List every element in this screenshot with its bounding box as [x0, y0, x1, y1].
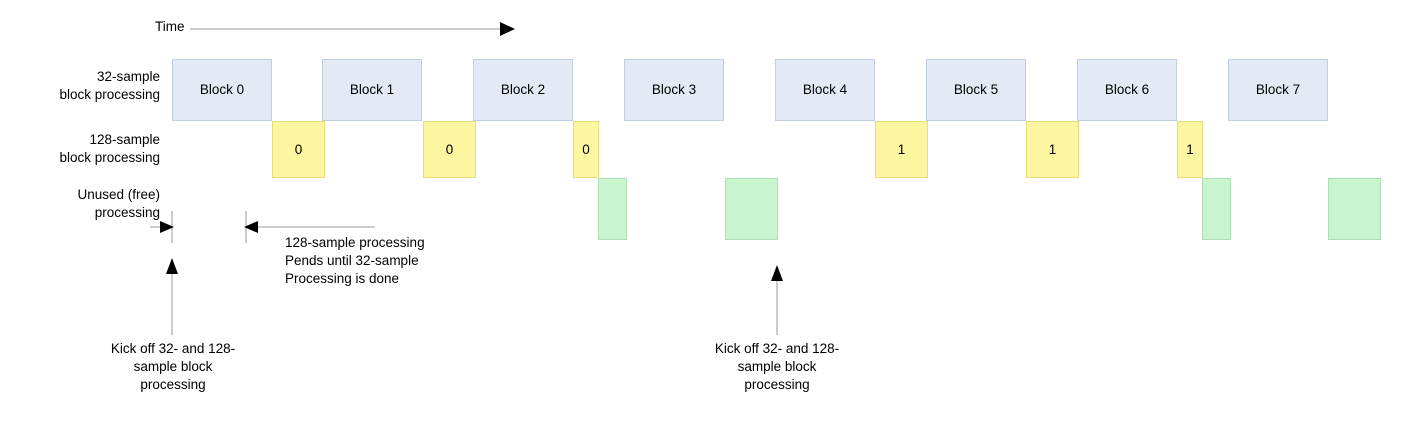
time-axis	[170, 22, 515, 36]
block-free-2	[1202, 178, 1231, 240]
row-label-128-sample: 128-sample block processing	[59, 132, 160, 165]
block-128-1: 0	[423, 121, 476, 178]
block-32-label: Block 4	[802, 82, 848, 97]
row-label-unused-free: Unused (free) processing	[77, 187, 160, 220]
block-32-6: Block 6	[1077, 59, 1177, 121]
row-label-32-sample: 32-sample block processing	[59, 69, 160, 102]
block-32-3: Block 3	[624, 59, 724, 121]
block-32-label: Block 3	[651, 82, 697, 97]
block-32-label: Block 7	[1255, 82, 1301, 97]
block-128-label: 1	[897, 141, 906, 157]
block-128-3: 1	[875, 121, 928, 178]
annotation-kickoff-2: Kick off 32- and 128- sample block proce…	[714, 341, 840, 392]
block-32-5: Block 5	[926, 59, 1026, 121]
block-32-label: Block 1	[349, 82, 395, 97]
block-32-4: Block 4	[775, 59, 875, 121]
block-128-4: 1	[1026, 121, 1079, 178]
block-32-label: Block 0	[199, 82, 245, 97]
block-128-label: 1	[1048, 141, 1057, 157]
annotation-pend-note: 128-sample processing Pends until 32-sam…	[285, 235, 425, 286]
block-32-7: Block 7	[1228, 59, 1328, 121]
block-32-2: Block 2	[473, 59, 573, 121]
block-128-5: 1	[1177, 121, 1203, 178]
block-128-label: 0	[445, 141, 454, 157]
block-32-1: Block 1	[322, 59, 422, 121]
block-free-1	[725, 178, 778, 240]
block-free-0	[598, 178, 627, 240]
block-128-2: 0	[573, 121, 599, 178]
time-axis-label: Time	[150, 19, 190, 35]
block-128-0: 0	[272, 121, 325, 178]
block-32-label: Block 6	[1104, 82, 1150, 97]
block-128-label: 0	[294, 141, 303, 157]
block-32-label: Block 5	[953, 82, 999, 97]
block-32-label: Block 2	[500, 82, 546, 97]
block-128-label: 0	[582, 141, 590, 157]
block-free-3	[1328, 178, 1381, 240]
block-32-0: Block 0	[172, 59, 272, 121]
block-128-label: 1	[1186, 141, 1194, 157]
annotation-kickoff-1: Kick off 32- and 128- sample block proce…	[110, 341, 236, 392]
